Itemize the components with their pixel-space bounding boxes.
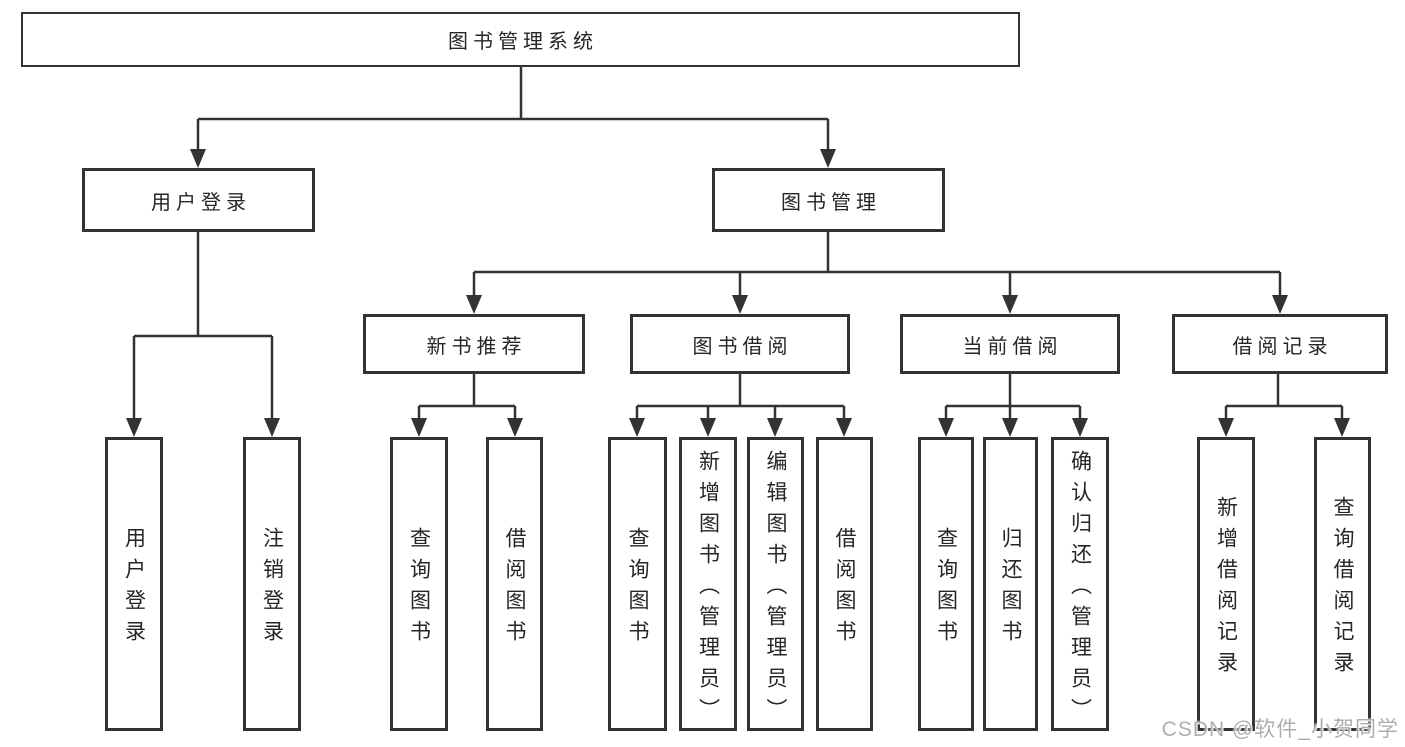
- node-label-borrowing-records: 借阅记录: [1232, 335, 1333, 358]
- node-new-book-recommendation: 新书推荐: [363, 314, 585, 374]
- node-query-books-recommend: 查询图书: [390, 437, 448, 731]
- arrowhead-down-icon: [1218, 418, 1234, 437]
- arrowhead-down-icon: [820, 149, 836, 168]
- node-query-books-borrowing: 查询图书: [608, 437, 667, 731]
- arrowhead-down-icon: [700, 418, 716, 437]
- node-query-books-current: 查询图书: [918, 437, 974, 731]
- node-current-borrowing: 当前借阅: [900, 314, 1120, 374]
- node-book-management-branch: 图书管理: [712, 168, 945, 232]
- node-add-books-admin: 新增图书（管理员）: [679, 437, 737, 731]
- csdn-watermark: CSDN @软件_小贺同学: [1161, 718, 1399, 741]
- node-label-logout-login: 注销登录: [260, 527, 284, 651]
- node-edit-books-admin: 编辑图书（管理员）: [747, 437, 804, 731]
- node-return-books: 归还图书: [983, 437, 1038, 731]
- node-query-borrow-record: 查询借阅记录: [1314, 437, 1371, 731]
- node-label-query-books-borrowing: 查询图书: [626, 527, 650, 651]
- arrowhead-down-icon: [507, 418, 523, 437]
- node-confirm-return-admin: 确认归还（管理员）: [1051, 437, 1109, 731]
- arrowhead-down-icon: [767, 418, 783, 437]
- node-label-borrow-books-borrowing: 借阅图书: [833, 527, 857, 651]
- node-label-user-login-branch: 用户登录: [151, 191, 251, 214]
- node-label-book-borrowing: 图书借阅: [692, 335, 793, 358]
- node-label-confirm-return-admin: 确认归还（管理员）: [1068, 449, 1092, 729]
- arrowhead-down-icon: [466, 295, 482, 314]
- node-label-query-borrow-record: 查询借阅记录: [1331, 496, 1355, 682]
- node-label-book-management-branch: 图书管理: [781, 191, 881, 214]
- node-label-query-books-recommend: 查询图书: [407, 527, 431, 651]
- node-label-borrow-books-recommend: 借阅图书: [503, 527, 527, 651]
- node-book-borrowing: 图书借阅: [630, 314, 850, 374]
- node-label-add-books-admin: 新增图书（管理员）: [696, 449, 720, 729]
- node-label-user-login: 用户登录: [122, 527, 146, 651]
- node-user-login-branch: 用户登录: [82, 168, 315, 232]
- node-user-login: 用户登录: [105, 437, 163, 731]
- node-label-new-book-recommendation: 新书推荐: [426, 335, 527, 358]
- node-borrow-books-borrowing: 借阅图书: [816, 437, 873, 731]
- arrowhead-down-icon: [938, 418, 954, 437]
- node-label-system: 图书管理系统: [448, 31, 598, 53]
- arrowhead-down-icon: [1272, 295, 1288, 314]
- arrowhead-down-icon: [1334, 418, 1350, 437]
- arrowhead-down-icon: [1002, 295, 1018, 314]
- node-logout-login: 注销登录: [243, 437, 301, 731]
- arrowhead-down-icon: [1072, 418, 1088, 437]
- arrowhead-down-icon: [836, 418, 852, 437]
- node-system: 图书管理系统: [21, 12, 1020, 67]
- node-borrow-books-recommend: 借阅图书: [486, 437, 543, 731]
- arrowhead-down-icon: [1002, 418, 1018, 437]
- node-label-add-borrow-record: 新增借阅记录: [1214, 496, 1238, 682]
- node-add-borrow-record: 新增借阅记录: [1197, 437, 1255, 731]
- arrowhead-down-icon: [190, 149, 206, 168]
- arrowhead-down-icon: [732, 295, 748, 314]
- node-label-return-books: 归还图书: [999, 527, 1023, 651]
- node-borrowing-records: 借阅记录: [1172, 314, 1388, 374]
- arrowhead-down-icon: [264, 418, 280, 437]
- arrowhead-down-icon: [629, 418, 645, 437]
- node-label-current-borrowing: 当前借阅: [962, 335, 1063, 358]
- node-label-edit-books-admin: 编辑图书（管理员）: [764, 449, 788, 729]
- arrowhead-down-icon: [411, 418, 427, 437]
- node-label-query-books-current: 查询图书: [934, 527, 958, 651]
- arrowhead-down-icon: [126, 418, 142, 437]
